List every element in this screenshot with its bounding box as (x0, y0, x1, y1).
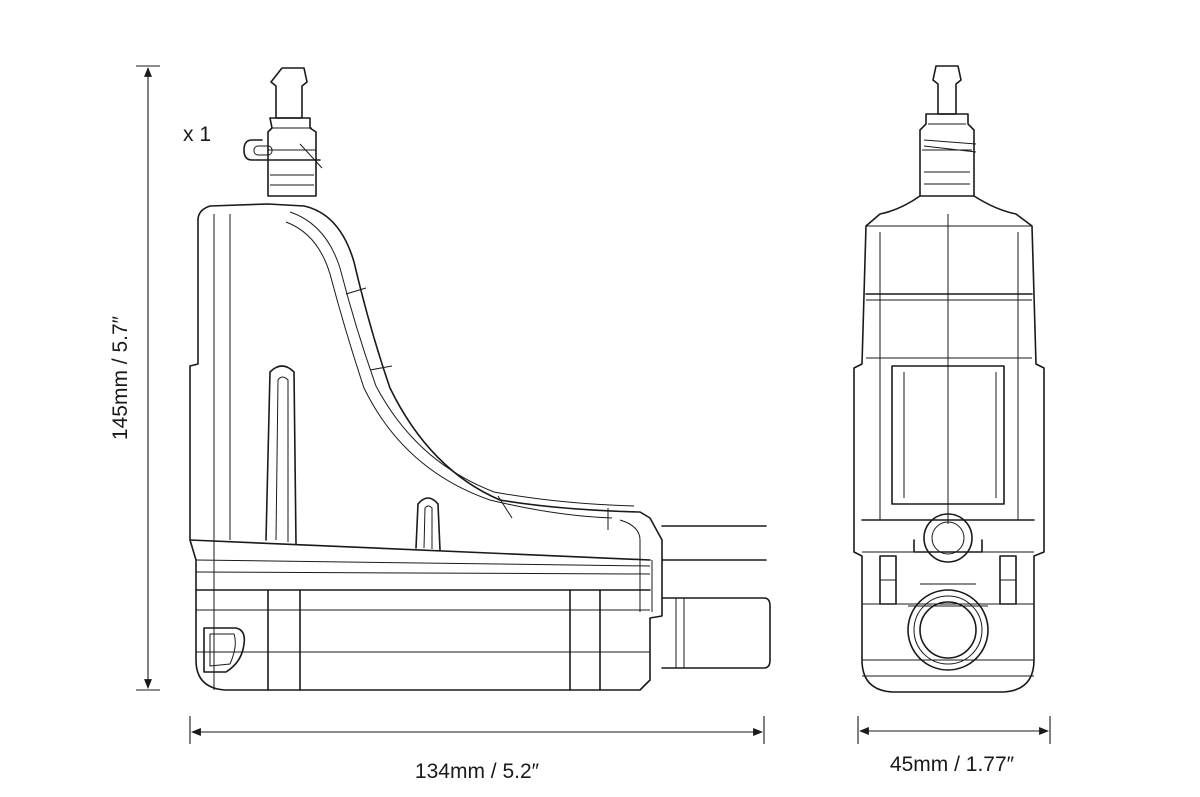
side-inlet-port (203, 627, 246, 673)
side-width-label: 134mm / 5.2″ (415, 760, 540, 783)
front-width-dimension: 45mm / 1.77″ (857, 716, 1051, 776)
front-width-label: 45mm / 1.77″ (890, 753, 1015, 776)
front-outlet-nozzle (919, 65, 977, 197)
side-cable-clip (243, 139, 323, 169)
side-hoses (661, 525, 771, 669)
front-housing (853, 195, 1045, 693)
quantity-label: x 1 (183, 123, 211, 146)
side-ribs (265, 365, 441, 551)
side-view-drawing (189, 67, 771, 691)
side-width-dimension: 134mm / 5.2″ (189, 716, 765, 783)
front-side-clips (879, 555, 1017, 605)
side-outlet-nozzle (267, 67, 317, 197)
side-bottom-clips (267, 589, 601, 691)
side-housing (189, 203, 663, 691)
front-drain-outlet (907, 583, 989, 671)
height-dimension: 145mm / 5.7″ (109, 65, 160, 691)
height-label: 145mm / 5.7″ (109, 315, 132, 440)
front-view-drawing (853, 65, 1045, 693)
front-vent-fitting (913, 513, 983, 563)
